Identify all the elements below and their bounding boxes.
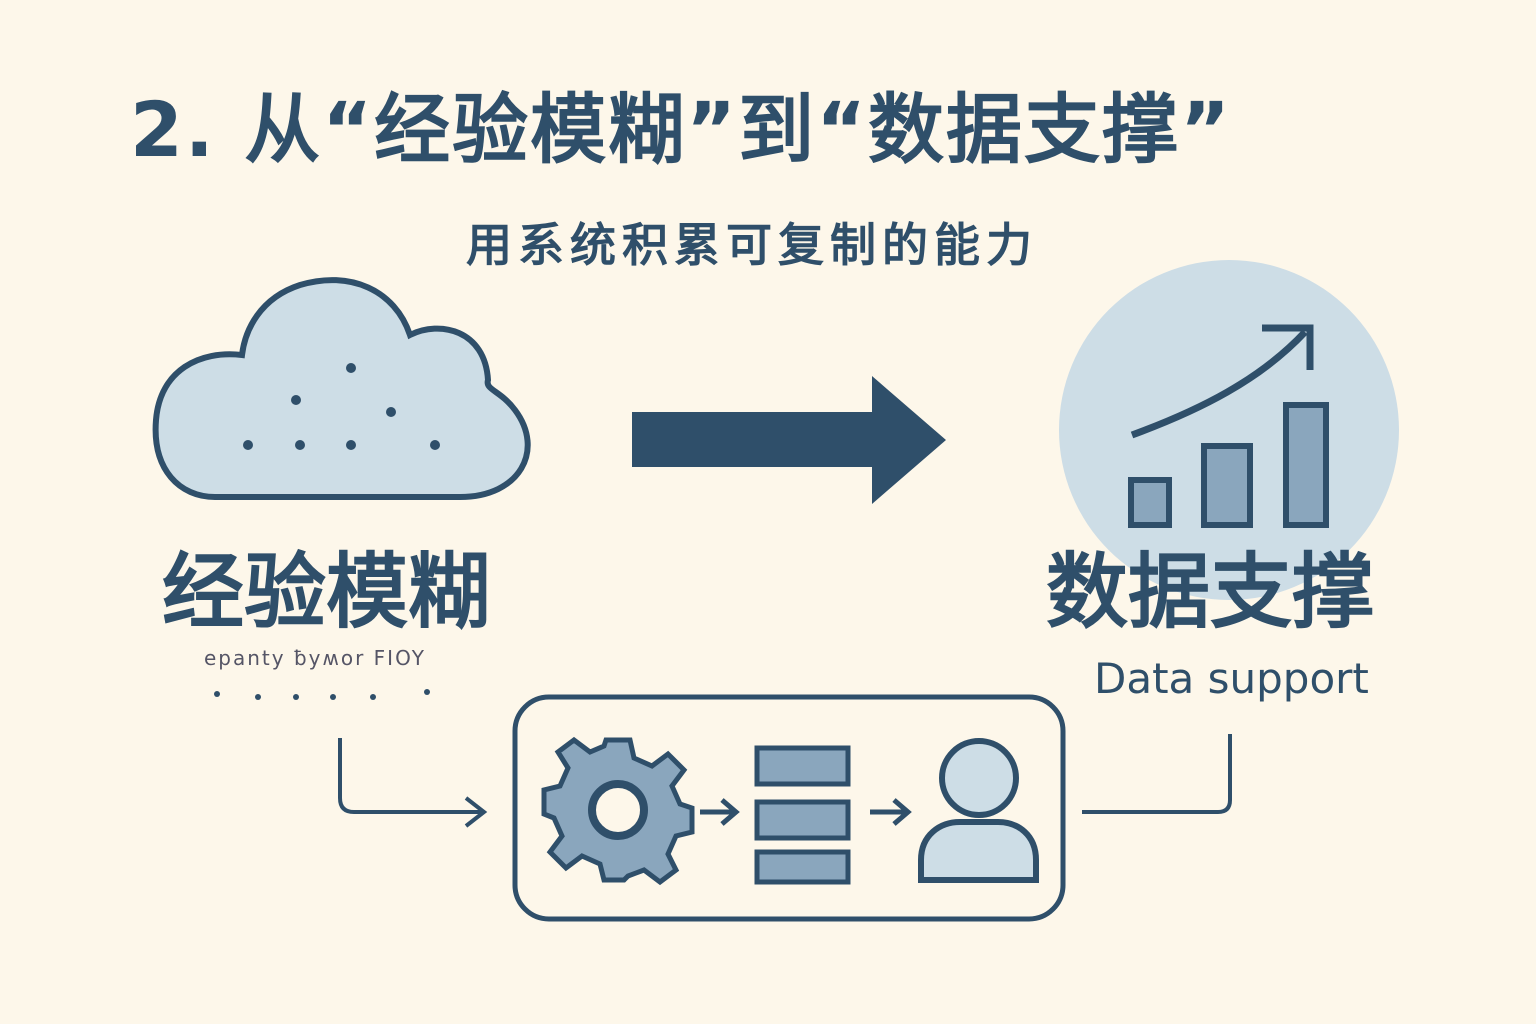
process-box: [512, 694, 1066, 922]
process-arrow-1: [700, 798, 740, 826]
user-icon: [918, 738, 1039, 883]
left-caption: epanty ƀyʍor FIOY: [204, 646, 426, 670]
process-arrow-2: [870, 798, 912, 826]
left-connector-arrow: [338, 738, 488, 828]
growth-chart-icon: [1059, 260, 1399, 600]
gear-icon: [541, 736, 695, 886]
page-title: 2. 从“经验模糊”到“数据支撑”: [130, 85, 1233, 174]
cloud-icon: [152, 277, 531, 500]
transition-arrow: [632, 376, 946, 504]
right-caption: Data support: [1094, 654, 1369, 703]
database-icon: [754, 745, 851, 885]
subtitle: 用系统积累可复制的能力: [466, 218, 1038, 272]
left-label: 经验模糊: [162, 545, 491, 640]
dot-row: [214, 689, 430, 700]
right-connector: [1082, 734, 1232, 814]
right-label: 数据支撑: [1046, 545, 1375, 640]
